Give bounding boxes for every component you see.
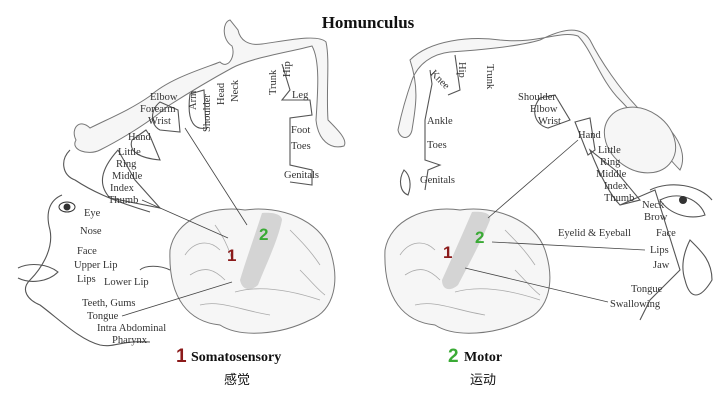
sensory-label: Lower Lip [104, 277, 149, 288]
motor-label: Neck [642, 200, 665, 211]
motor-label: Hip [456, 62, 467, 78]
right-marker-1: 1 [443, 243, 452, 262]
sensory-label: Leg [292, 90, 309, 101]
legend-chinese: 感觉 [224, 372, 250, 388]
sensory-label: Pharynx [112, 335, 148, 346]
sensory-label: Thumb [108, 195, 138, 206]
sensory-label: Neck [230, 79, 241, 102]
sensory-label: Lips [77, 274, 96, 285]
sensory-homunculus-figure [17, 19, 346, 347]
sensory-labels: Arm Shoulder Head Neck Trunk Hip Leg Foo… [74, 61, 319, 346]
left-brain [169, 208, 336, 334]
sensory-label: Middle [112, 171, 143, 182]
legend-chinese: 运动 [470, 373, 496, 388]
motor-label: Thumb [604, 193, 634, 204]
sensory-label: Elbow [150, 92, 178, 103]
sensory-label: Hand [128, 132, 151, 143]
motor-label: Ring [600, 157, 621, 168]
motor-label: Hand [578, 130, 601, 141]
motor-label: Toes [427, 140, 447, 151]
motor-labels: Hip Trunk Knee Ankle Toes Genitals Shoul… [420, 62, 676, 310]
legend-somatosensory: 1 Somatosensory 感觉 [176, 346, 281, 388]
sensory-label: Nose [80, 226, 102, 237]
legend-number: 1 [176, 346, 187, 367]
leader-lines [121, 127, 646, 317]
motor-label: Swallowing [610, 299, 661, 310]
sensory-label: Shoulder [202, 94, 213, 132]
legend-number: 2 [448, 346, 459, 367]
sensory-label: Tongue [87, 311, 119, 322]
motor-label: Middle [596, 169, 627, 180]
diagram-title: Homunculus [322, 13, 415, 32]
motor-label: Tongue [631, 284, 663, 295]
left-brain-cortex-strip [240, 212, 282, 290]
motor-label: Trunk [484, 64, 495, 90]
right-marker-2: 2 [475, 228, 484, 247]
sensory-label: Index [110, 183, 135, 194]
motor-label: Elbow [530, 104, 558, 115]
motor-label: Ankle [427, 116, 453, 127]
motor-label: Wrist [538, 116, 561, 127]
sensory-label: Teeth, Gums [82, 298, 136, 309]
sensory-label: Hip [282, 61, 293, 77]
motor-label: Index [604, 181, 629, 192]
sensory-label: Upper Lip [74, 260, 117, 271]
motor-label: Face [656, 228, 676, 239]
sensory-label: Intra Abdominal [97, 323, 166, 334]
right-brain-cortex-strip [442, 211, 491, 290]
legend-motor: 2 Motor 运动 [448, 346, 502, 388]
sensory-label: Trunk [268, 69, 279, 95]
legend-label: Somatosensory [191, 350, 281, 365]
sensory-label: Toes [291, 141, 311, 152]
left-marker-1: 1 [227, 246, 236, 265]
sensory-label: Little [118, 147, 141, 158]
sensory-label: Ring [116, 159, 137, 170]
motor-label: Lips [650, 245, 669, 256]
sensory-label: Arm [188, 91, 199, 110]
motor-label: Brow [644, 212, 668, 223]
sensory-label: Genitals [284, 170, 319, 181]
motor-label: Eyelid & Eyeball [558, 228, 631, 239]
sensory-label: Foot [291, 125, 310, 136]
sensory-label: Eye [84, 208, 101, 219]
right-brain [384, 208, 551, 334]
motor-label: Little [598, 145, 621, 156]
sensory-label: Wrist [148, 116, 171, 127]
sensory-label: Head [216, 82, 227, 105]
legend-label: Motor [464, 350, 502, 365]
motor-homunculus-figure [397, 29, 713, 321]
motor-label: Jaw [653, 260, 670, 271]
motor-label: Shoulder [518, 92, 556, 103]
sensory-label: Face [77, 246, 97, 257]
sensory-label: Forearm [140, 104, 176, 115]
left-marker-2: 2 [259, 225, 268, 244]
motor-label: Genitals [420, 175, 455, 186]
